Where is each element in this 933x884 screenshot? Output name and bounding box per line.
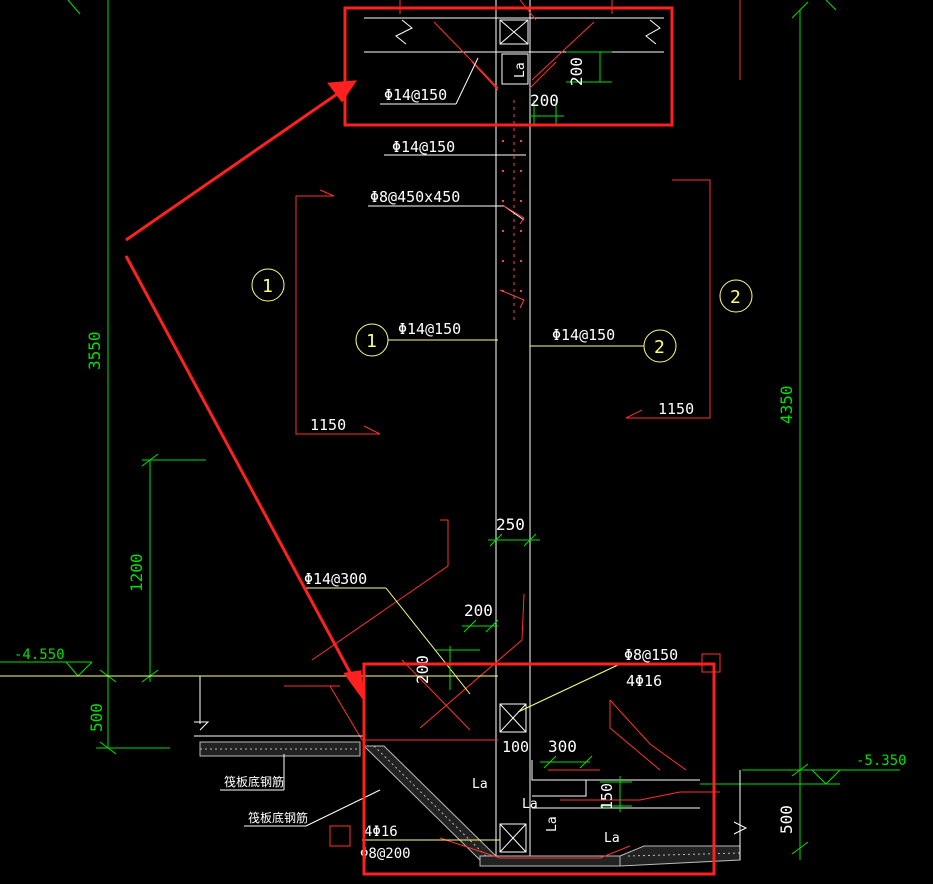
dim-150: 150	[598, 783, 616, 810]
highlight-arrows	[124, 80, 364, 702]
mid-dims	[436, 619, 499, 690]
bottom-red-rebar	[329, 653, 721, 859]
haunch-rebar	[284, 519, 525, 741]
wall-thickness-dim	[488, 533, 540, 547]
tie-rebar-label: Φ8@450x450	[370, 188, 460, 206]
dim-right-bottom: 500	[777, 805, 796, 834]
dim-right-total: 4350	[777, 385, 796, 424]
bars-top-label: 4Φ16	[626, 672, 662, 690]
highlight-box-top	[343, 6, 674, 127]
section-num-1a: 1	[262, 276, 273, 297]
section-circle-2a	[719, 279, 753, 313]
vertical-rebar-left-label: Φ14@150	[398, 320, 461, 338]
left-dimension-chain	[67, 0, 206, 755]
top-rebar-leader-2	[455, 57, 479, 105]
bottom-wall-detail	[499, 703, 748, 860]
stirrup-leader-2	[517, 663, 621, 713]
level-left: -4.550	[14, 647, 65, 663]
section-marker-1	[295, 189, 381, 435]
break-mark-left	[194, 721, 210, 731]
dim-left-mid: 1200	[127, 553, 146, 592]
stirrup-bottom-label: Φ8@200	[360, 846, 411, 862]
dim-300: 300	[548, 737, 577, 756]
vertical-rebar-right-label: Φ14@150	[552, 326, 615, 344]
wall-outline	[495, 0, 531, 860]
raft-label-2-leader-2	[305, 789, 381, 827]
dim-200-top-h: 200	[530, 91, 559, 110]
section-marker-2	[625, 179, 711, 419]
section-circle-1a	[251, 268, 285, 302]
wall-thickness-label: 250	[496, 515, 525, 534]
raft-bottom-label-1: 筏板底钢筋	[224, 774, 284, 789]
dim-left-bottom: 500	[87, 703, 106, 732]
raft-bottom-label-2: 筏板底钢筋	[248, 810, 308, 825]
la-4: La	[604, 831, 620, 846]
dim-200-top-v: 200	[567, 57, 586, 86]
wall-rebar-dots	[502, 140, 522, 292]
la-top: La	[513, 62, 528, 78]
wall-rebar-label: Φ14@150	[392, 138, 455, 156]
bottom-dims	[540, 755, 632, 812]
top-dim-200	[530, 51, 612, 126]
section-num-1b: 1	[366, 331, 377, 352]
dim-200-mid-h: 200	[464, 601, 493, 620]
raft-hatch-left	[199, 741, 741, 867]
wall-tie-hooks	[499, 205, 525, 309]
level-marker-left	[0, 661, 93, 677]
diag-rebar-label: Φ14@300	[304, 570, 367, 588]
section-num-2b: 2	[654, 337, 665, 358]
level-right: -5.350	[856, 753, 907, 769]
top-haunch-lines	[399, 0, 741, 91]
la-2: La	[522, 797, 538, 812]
dim-100: 100	[502, 738, 529, 756]
highlight-box-bottom	[362, 662, 716, 876]
la-1: La	[472, 777, 488, 792]
bars-bottom-label: 4Φ16	[364, 824, 398, 840]
section-2-len: 1150	[658, 400, 694, 418]
la-3: La	[545, 816, 560, 832]
section-1-len: 1150	[310, 416, 346, 434]
dim-200-mid-v: 200	[413, 655, 432, 684]
right-dimension-chain	[700, 0, 900, 860]
top-slab	[364, 17, 664, 85]
top-rebar-label: Φ14@150	[384, 86, 447, 104]
stirrup-label: Φ8@150	[624, 646, 678, 664]
dim-left-total: 3550	[85, 331, 104, 370]
section-num-2a: 2	[730, 287, 741, 308]
